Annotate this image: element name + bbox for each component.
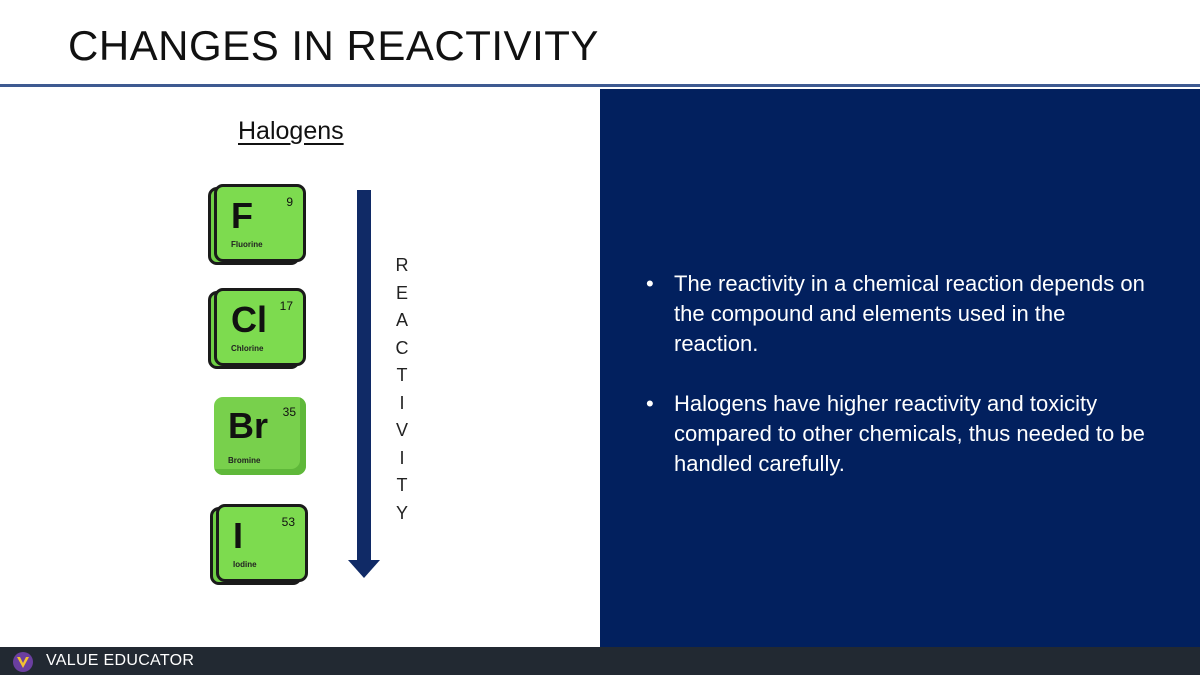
reactivity-letter: I	[399, 447, 405, 468]
footer-brand: VALUE EDUCATOR	[46, 652, 195, 669]
element-name: Iodine	[233, 560, 257, 569]
tile-face: Br 35 Bromine	[214, 397, 306, 475]
bullet-item: • The reactivity in a chemical reaction …	[646, 269, 1146, 359]
reactivity-letter: C	[395, 337, 409, 358]
element-tile-fluorine: F 9 Fluorine	[208, 184, 306, 265]
reactivity-letter: A	[395, 310, 408, 330]
element-tile-chlorine: Cl 17 Chlorine	[208, 288, 306, 369]
bullet-dot-icon: •	[646, 391, 654, 416]
atomic-number: 17	[279, 299, 293, 313]
reactivity-letter: Y	[395, 502, 408, 523]
atomic-number: 9	[286, 195, 293, 209]
element-name: Chlorine	[231, 344, 264, 353]
reactivity-letter: T	[396, 475, 408, 495]
footer-bar: VALUE EDUCATOR	[0, 647, 1200, 675]
reactivity-letter: I	[399, 392, 405, 413]
tile-face: F 9 Fluorine	[214, 184, 306, 262]
element-symbol: I	[233, 515, 244, 556]
bullet-text: The reactivity in a chemical reaction de…	[674, 271, 1145, 356]
value-educator-logo-icon	[13, 652, 33, 672]
bullet-item: • Halogens have higher reactivity and to…	[646, 389, 1146, 479]
element-tile-bromine: Br 35 Bromine	[214, 397, 306, 475]
atomic-number: 53	[281, 515, 295, 529]
reactivity-letter: V	[395, 420, 408, 440]
element-symbol: Br	[228, 405, 269, 446]
info-panel: • The reactivity in a chemical reaction …	[600, 89, 1200, 655]
halogens-heading: Halogens	[238, 117, 344, 145]
reactivity-vertical-label: R E A C T I V I T Y	[392, 252, 412, 527]
reactivity-letter: E	[395, 282, 408, 303]
title-divider	[0, 84, 1200, 87]
element-name: Bromine	[228, 456, 261, 465]
tile-face: Cl 17 Chlorine	[214, 288, 306, 366]
bullet-list: • The reactivity in a chemical reaction …	[646, 269, 1146, 509]
element-symbol: Cl	[231, 299, 267, 340]
atomic-number: 35	[282, 405, 296, 419]
tile-face: I 53 Iodine	[216, 504, 308, 582]
element-tile-iodine: I 53 Iodine	[210, 504, 308, 585]
reactivity-letter: R	[395, 255, 409, 275]
bullet-dot-icon: •	[646, 271, 654, 296]
element-name: Fluorine	[231, 240, 263, 249]
reactivity-letter: T	[396, 365, 408, 385]
slide-title: CHANGES IN REACTIVITY	[68, 22, 599, 69]
reactivity-down-arrow-icon	[348, 190, 380, 578]
element-symbol: F	[231, 195, 253, 236]
bullet-text: Halogens have higher reactivity and toxi…	[674, 391, 1145, 476]
